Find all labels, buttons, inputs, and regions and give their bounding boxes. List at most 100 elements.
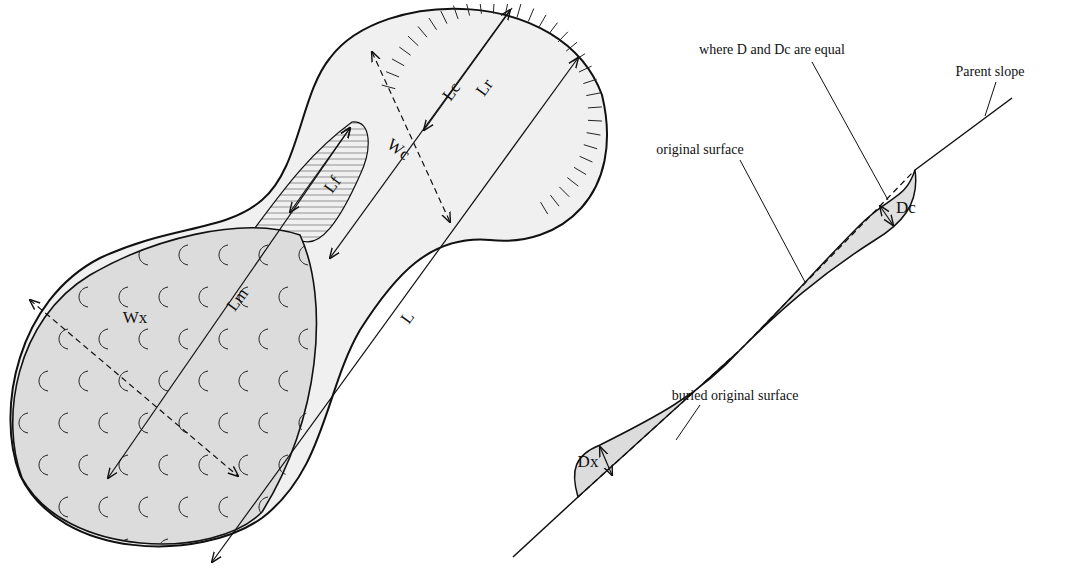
scarp-tick [386,72,399,77]
scallop-mark [259,413,268,433]
scallop-mark [99,413,108,433]
scallop-mark [79,371,88,391]
scallop-mark [299,245,308,265]
dimension-label: L [397,308,418,327]
scarp-tick [392,59,404,66]
dimension-label: Dx [578,453,599,472]
scallop-mark [159,539,168,559]
scallop-mark [259,329,268,349]
scarp-tick [574,167,586,174]
leader-line [812,62,888,200]
scallop-mark [79,455,88,475]
scarp-ticks [382,4,602,214]
scallop-marks [19,245,328,559]
scarp-tick [566,42,577,51]
scallop-mark [279,371,288,391]
scallop-mark [79,539,88,559]
scallop-mark [199,371,208,391]
scallop-mark [39,455,48,475]
scarp-tick [549,23,557,34]
scallop-mark [19,245,28,265]
scallop-mark [239,539,248,559]
scallop-mark [99,497,108,517]
scallop-mark [219,497,228,517]
scarp-tick [558,32,568,42]
scallop-mark [39,371,48,391]
scallop-mark [19,497,28,517]
wx-arrow [30,300,238,476]
scallop-mark [119,455,128,475]
scallop-mark [139,329,148,349]
scallop-mark [139,497,148,517]
scarp-tick [467,4,470,16]
callout-text: Parent slope [956,64,1025,79]
scallop-mark [99,245,108,265]
scallop-mark [299,329,308,349]
lr-arrow [424,8,512,130]
buried-surface-line [578,350,740,497]
scallop-mark [59,329,68,349]
scallop-mark [219,245,228,265]
scallop-mark [59,497,68,517]
scallop-mark [219,413,228,433]
scallop-mark [239,455,248,475]
scarp-tick [579,66,592,72]
scallop-mark [159,455,168,475]
dc-arrow [880,206,893,225]
scallop-mark [299,497,308,517]
scallop-mark [319,539,328,559]
scallop-mark [19,413,28,433]
scarp-tick [588,120,602,122]
dx-arrow [600,447,612,475]
parent-slope-line [915,98,1012,170]
scallop-mark [319,371,328,391]
scallop-mark [239,371,248,391]
leader-line [985,82,996,116]
leader-line [676,405,700,440]
scarp-tick [586,93,600,96]
scarp-tick [408,36,418,46]
scarp-tick [441,11,447,24]
scallop-mark [219,329,228,349]
scarp-tick [580,156,593,162]
leader-line [740,160,805,282]
scarp-tick [429,18,437,30]
scallop-mark [299,413,308,433]
scallop-mark [319,287,328,307]
l-arrow [212,58,578,562]
scallop-mark [279,455,288,475]
scallop-mark [119,371,128,391]
original-surface-line [740,170,915,350]
scallop-mark [159,287,168,307]
scarp-tick [559,187,569,197]
scarp-tick [539,15,546,27]
callout-text: original surface [656,142,743,157]
scallop-mark [179,245,188,265]
scarp-tick [418,26,427,37]
dimension-label: Dc [896,199,916,218]
scarp-tick [454,6,459,19]
scarp-tick [528,9,533,22]
scallop-mark [319,455,328,475]
callout-text: buried original surface [672,388,799,403]
landslide-outline [10,9,607,547]
scallop-mark [119,287,128,307]
scarp-tick [584,145,597,149]
scarp-tick [382,85,396,89]
depletion-zone [740,170,916,350]
scallop-mark [179,329,188,349]
scallop-mark [279,539,288,559]
accumulation-zone [574,350,740,497]
scallop-mark [199,455,208,475]
scallop-mark [99,329,108,349]
scarp-tick [517,4,521,17]
scallop-mark [19,329,28,349]
scallop-mark [279,287,288,307]
scallop-mark [159,371,168,391]
scallop-mark [119,539,128,559]
scallop-mark [199,287,208,307]
scallop-mark [59,245,68,265]
callout-text: where D and Dc are equal [699,42,845,57]
scallop-mark [139,245,148,265]
